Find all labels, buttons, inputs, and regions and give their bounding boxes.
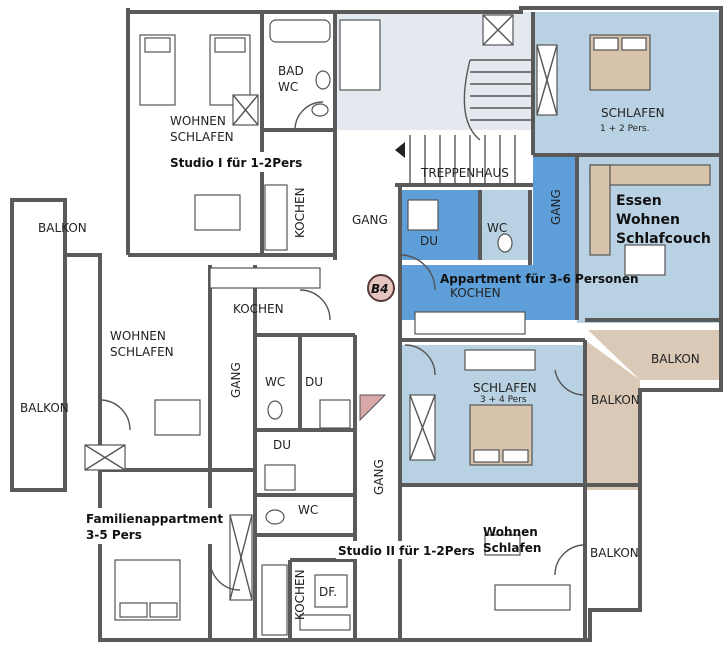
label-wc-low: WC	[298, 503, 318, 517]
balkon-right-beige	[588, 330, 721, 380]
bed-top-right	[589, 34, 651, 91]
label-balkon-right2: BALKON	[591, 393, 640, 407]
kitchen-counters	[209, 184, 526, 636]
sofa-low-right	[484, 534, 571, 611]
tables	[154, 194, 536, 436]
label-kochen-right: KOCHEN	[450, 286, 501, 300]
bed-top-left	[139, 34, 251, 106]
left-balkon-frame	[10, 198, 67, 492]
label-gang-low: GANG	[372, 459, 386, 495]
label-kochen-vertical-top: KOCHEN	[293, 187, 307, 238]
label-studio2: Studio II für 1-2Pers	[338, 544, 475, 558]
sofa-right	[589, 164, 711, 276]
label-treppenhaus: TREPPENHAUS	[420, 166, 509, 180]
label-kochen-mid: KOCHEN	[233, 302, 284, 316]
label-schlafen-mid: SCHLAFEN	[473, 381, 537, 395]
label-wc-mid: WC	[265, 375, 285, 389]
label-gang-vertical-right: GANG	[549, 189, 563, 225]
label-balkon-right3: BALKON	[590, 546, 639, 560]
label-du-low: DU	[273, 438, 291, 452]
sanitary-fixtures	[264, 19, 513, 525]
label-studio1: Studio I für 1-2Pers	[170, 156, 302, 170]
b4-badge	[367, 274, 395, 302]
wardrobes	[84, 14, 558, 601]
label-balkon-left: BALKON	[38, 221, 87, 235]
label-schlafen-topright: SCHLAFEN	[601, 106, 665, 120]
label-balkon-left2: BALKON	[20, 401, 69, 415]
label-schlafen-topright-pers: 1 + 2 Pers.	[600, 124, 649, 134]
balkon-right-beige-2	[585, 340, 640, 490]
label-gang-mid: GANG	[229, 362, 243, 398]
label-gang-top: GANG	[352, 213, 388, 227]
bed-low-left	[114, 559, 181, 621]
label-schlafen-mid-pers: 3 + 4 Pers	[480, 395, 527, 405]
label-du-right: DU	[420, 234, 438, 248]
label-balkon-right1: BALKON	[651, 352, 700, 366]
staircase	[395, 59, 533, 185]
label-df: DF.	[319, 585, 337, 599]
label-appartment-36: Appartment für 3-6 Personen	[440, 272, 639, 286]
label-wc-right: WC	[487, 221, 507, 235]
doors	[99, 101, 586, 591]
room-appartment-corridor	[400, 155, 577, 320]
label-b4: B4	[371, 282, 389, 296]
label-du-mid: DU	[305, 375, 323, 389]
bed-mid-right	[469, 404, 533, 466]
label-kochen-low: KOCHEN	[293, 569, 307, 620]
